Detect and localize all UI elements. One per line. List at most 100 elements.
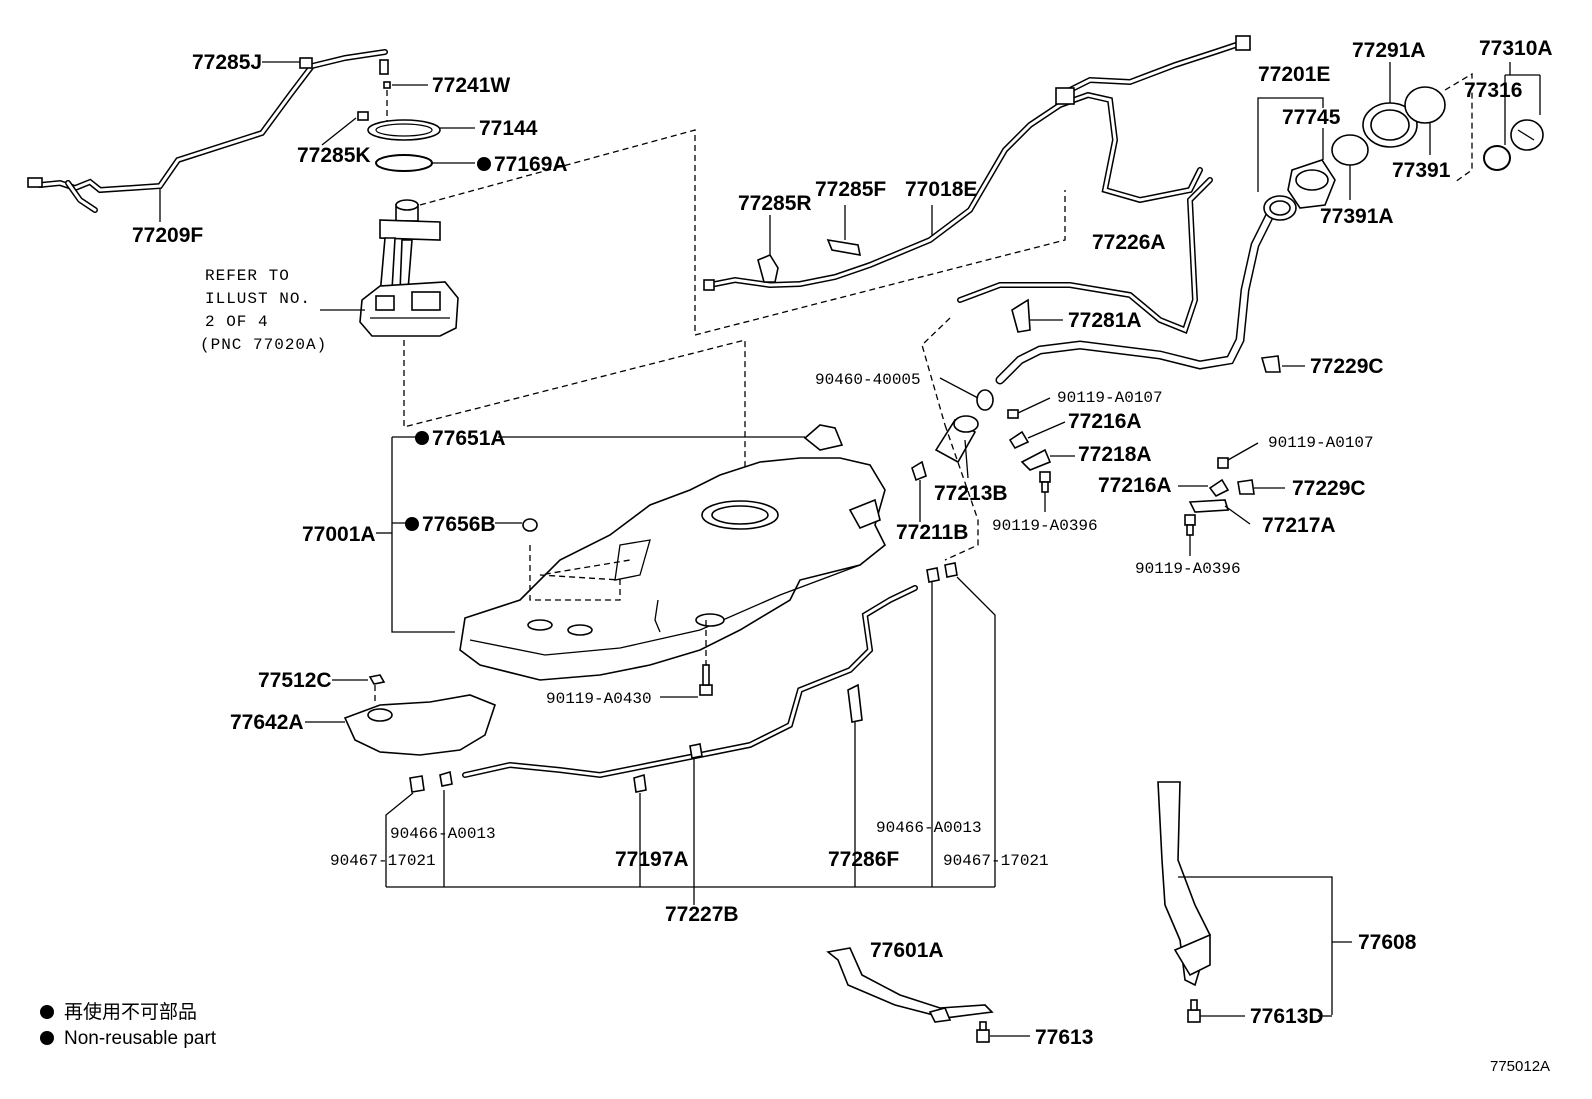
label-77286f: 77286F <box>828 848 899 871</box>
filler-hose-77213b <box>934 415 979 464</box>
clamp-77227b-a <box>689 743 703 759</box>
label-90466-a0013-b: 90466-A0013 <box>876 819 982 837</box>
label-77601a: 77601A <box>870 939 944 962</box>
band-77601a <box>826 947 994 1023</box>
label-77310a: 77310A <box>1479 37 1553 60</box>
figure-id: 775012A <box>1490 1058 1550 1075</box>
label-90119-a0396-b: 90119-A0396 <box>1135 560 1241 578</box>
label-77201e: 77201E <box>1258 63 1330 86</box>
label-77285k: 77285K <box>297 144 371 167</box>
label-77218a: 77218A <box>1078 443 1152 466</box>
label-90467-17021-b: 90467-17021 <box>943 852 1049 870</box>
legend-dot-en <box>40 1031 54 1045</box>
label-77229c-upper: 77229C <box>1310 355 1384 378</box>
label-77651a: 77651A <box>432 427 506 450</box>
label-90466-a0013-a: 90466-A0013 <box>390 825 496 843</box>
legend-en: Non-reusable part <box>64 1028 217 1049</box>
clip-77229c-upper <box>1260 355 1281 373</box>
non-reusable-mark <box>477 157 491 171</box>
gasket-77391a <box>1331 134 1369 166</box>
label-77216a-a: 77216A <box>1068 410 1142 433</box>
fuel-tank-77001a <box>459 457 887 681</box>
label-90460-40005: 90460-40005 <box>815 371 921 389</box>
o-ring-77316 <box>1483 145 1511 171</box>
label-77241w: 77241W <box>432 74 510 97</box>
label-90119-a0430: 90119-A0430 <box>546 690 652 708</box>
label-77656b: 77656B <box>422 513 496 536</box>
label-77018e: 77018E <box>905 178 977 201</box>
clip-77229c-lower <box>1237 479 1255 495</box>
label-77216a-b: 77216A <box>1098 474 1172 497</box>
label-77291a: 77291A <box>1352 39 1426 62</box>
label-77001a: 77001A <box>302 523 376 546</box>
label-77285r: 77285R <box>738 192 812 215</box>
label-77613: 77613 <box>1035 1026 1093 1049</box>
label-77209f: 77209F <box>132 224 203 247</box>
breather-tube-77226a <box>957 177 1213 334</box>
bolt-90119-a0430 <box>699 664 713 696</box>
bolt-90119-a0107-a <box>1007 409 1019 419</box>
pad-77651a <box>803 424 844 451</box>
retainer-ring-77144 <box>367 119 441 141</box>
bolt-77613d <box>1187 999 1201 1023</box>
label-77211b: 77211B <box>896 521 968 544</box>
label-77144: 77144 <box>479 117 538 140</box>
gauge-connector-77285k <box>357 111 369 121</box>
non-reusable-mark <box>405 517 419 531</box>
label-77391a: 77391A <box>1320 205 1394 228</box>
hose-90460-40005 <box>976 389 994 411</box>
clip-90466-a0013-a <box>439 770 453 787</box>
filler-pipe-77201e <box>995 195 1297 385</box>
label-90119-a0107-a: 90119-A0107 <box>1057 389 1163 407</box>
fuel-tube-77227b <box>462 585 918 779</box>
band-77608 <box>1157 781 1211 987</box>
label-77169a: 77169A <box>494 153 568 176</box>
fuel-pump-module <box>359 199 459 337</box>
wire-harness-77209f <box>27 49 389 213</box>
label-77227b: 77227B <box>665 903 739 926</box>
label-77745: 77745 <box>1282 106 1341 129</box>
label-77608: 77608 <box>1358 931 1417 954</box>
cap-gasket-77391 <box>1404 86 1446 124</box>
bolt-90119-a0396-b <box>1184 514 1196 536</box>
label-90119-a0396-a: 90119-A0396 <box>992 517 1098 535</box>
grommet-77512c <box>368 674 386 685</box>
fuel-cap-77310a <box>1510 119 1544 151</box>
clamp-77285r <box>757 253 779 283</box>
refer-note-line-4: (PNC 77020A) <box>200 336 327 354</box>
fuel-tube-77018e <box>703 35 1251 291</box>
clip-90466-a0013-b <box>926 567 940 583</box>
bracket-77217a <box>1188 499 1230 513</box>
bracket-77286f <box>847 683 863 723</box>
filler-neck-77745 <box>1287 159 1336 209</box>
clamp-77216a-a <box>1008 430 1030 450</box>
refer-note-line-3: 2 OF 4 <box>205 313 269 331</box>
refer-note-line-2: ILLUST NO. <box>205 290 311 308</box>
label-77226a: 77226A <box>1092 231 1166 254</box>
screw-77241w <box>383 81 391 89</box>
bolt-77613 <box>976 1021 990 1043</box>
clamp-77285f <box>826 238 862 256</box>
label-77512c: 77512C <box>258 669 332 692</box>
sender-bracket-77211b <box>848 460 927 530</box>
label-77391: 77391 <box>1392 159 1451 182</box>
label-77213b: 77213B <box>934 482 1008 505</box>
label-77197a: 77197A <box>615 848 689 871</box>
bolt-90119-a0396-a <box>1039 471 1051 493</box>
label-77229c-lower: 77229C <box>1292 477 1366 500</box>
bracket-77218a <box>1020 448 1052 471</box>
label-90467-17021-a: 90467-17021 <box>330 852 436 870</box>
legend-jp: 再使用不可部品 <box>64 1001 197 1023</box>
clamp-77216a-b <box>1208 478 1230 498</box>
clamp-77197a <box>633 773 647 793</box>
refer-note-line-1: REFER TO <box>205 267 290 285</box>
clip-90467-17021-a <box>409 775 425 793</box>
label-77285f: 77285F <box>815 178 886 201</box>
label-90119-a0107-b: 90119-A0107 <box>1268 434 1374 452</box>
bracket-77281a <box>1011 298 1031 333</box>
label-77316: 77316 <box>1464 79 1522 102</box>
label-77642a: 77642A <box>230 711 304 734</box>
label-77285j: 77285J <box>192 51 262 74</box>
plug-77656b <box>522 518 538 532</box>
